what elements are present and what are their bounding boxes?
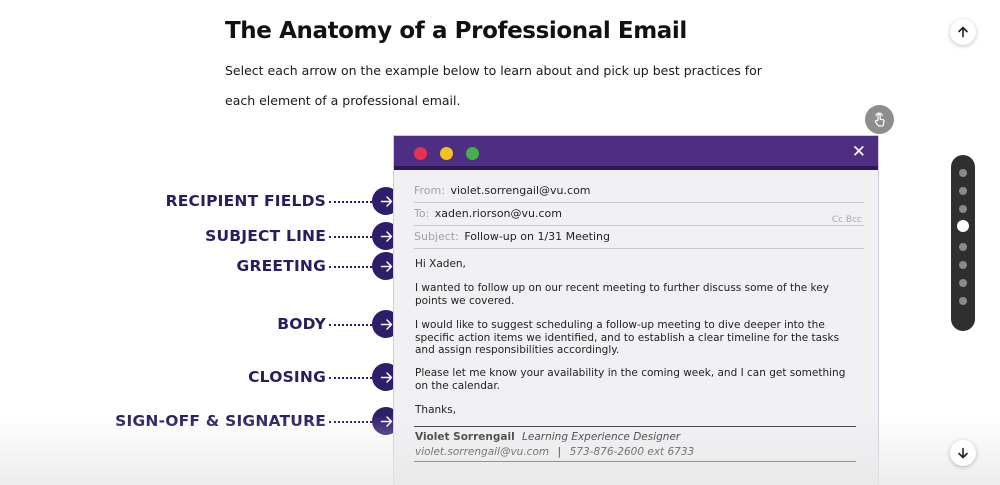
maximize-window-dot xyxy=(466,147,479,160)
progress-dot[interactable] xyxy=(959,297,967,305)
subject-label: Subject: xyxy=(414,230,459,243)
to-field: To: xaden.riorson@vu.com Cc Bcc xyxy=(414,203,864,226)
email-window: ✕ From: violet.sorrengail@vu.com To: xad… xyxy=(393,135,879,485)
email-greeting: Hi Xaden, xyxy=(415,258,466,270)
label-closing: CLOSING xyxy=(248,368,326,386)
arrow-up-icon xyxy=(958,26,968,38)
leader-line xyxy=(329,421,372,423)
signature-divider xyxy=(414,461,856,462)
to-label: To: xyxy=(414,207,430,220)
minimize-window-dot xyxy=(440,147,453,160)
subject-field: Subject: Follow-up on 1/31 Meeting xyxy=(414,226,864,249)
progress-dot[interactable] xyxy=(959,279,967,287)
scroll-up-button[interactable] xyxy=(950,19,976,45)
label-body: BODY xyxy=(277,315,326,333)
progress-dot[interactable] xyxy=(959,187,967,195)
close-window-dot xyxy=(414,147,427,160)
email-body-paragraph: I would like to suggest scheduling a fol… xyxy=(415,319,840,356)
progress-dot-active[interactable] xyxy=(957,220,969,232)
progress-dot[interactable] xyxy=(959,243,967,251)
label-subject-line: SUBJECT LINE xyxy=(205,227,326,245)
arrow-right-icon xyxy=(380,415,392,427)
email-body-paragraph: I wanted to follow up on our recent meet… xyxy=(415,282,829,307)
label-sign-off-signature: SIGN-OFF & SIGNATURE xyxy=(115,412,326,430)
signature-name-line: Violet Sorrengail Learning Experience De… xyxy=(415,431,680,443)
email-sign-off: Thanks, xyxy=(415,404,457,416)
window-titlebar: ✕ xyxy=(394,136,878,170)
signature-separator: | xyxy=(557,446,562,458)
progress-dot[interactable] xyxy=(959,169,967,177)
signature-divider xyxy=(414,426,856,427)
leader-line xyxy=(329,377,372,379)
signature-email: violet.sorrengail@vu.com xyxy=(415,446,550,458)
subject-value: Follow-up on 1/31 Meeting xyxy=(464,230,610,243)
signature-title: Learning Experience Designer xyxy=(522,431,681,443)
leader-line xyxy=(329,236,372,238)
leader-line xyxy=(329,266,372,268)
arrow-down-icon xyxy=(958,447,968,459)
label-recipient-fields: RECIPIENT FIELDS xyxy=(165,192,326,210)
to-value: xaden.riorson@vu.com xyxy=(434,207,563,220)
section-progress-nav xyxy=(951,155,975,331)
signature-phone: 573-876-2600 ext 6733 xyxy=(569,446,695,458)
arrow-right-icon xyxy=(380,195,392,207)
hand-pointer-icon xyxy=(874,111,885,127)
close-icon: ✕ xyxy=(851,142,866,162)
progress-dot[interactable] xyxy=(959,205,967,213)
scroll-down-button[interactable] xyxy=(950,440,976,466)
arrow-right-icon xyxy=(380,318,392,330)
label-greeting: GREETING xyxy=(236,257,326,275)
touch-gesture-button[interactable] xyxy=(865,105,894,134)
leader-line xyxy=(329,201,372,203)
from-field: From: violet.sorrengail@vu.com xyxy=(414,180,864,203)
from-value: violet.sorrengail@vu.com xyxy=(450,184,591,197)
from-label: From: xyxy=(414,184,445,197)
leader-line xyxy=(329,324,372,326)
intro-text: Select each arrow on the example below t… xyxy=(225,63,762,108)
arrow-right-icon xyxy=(380,371,392,383)
signature-contact-line: violet.sorrengail@vu.com | 573-876-2600 … xyxy=(415,446,694,458)
email-closing: Please let me know your availability in … xyxy=(415,367,846,392)
arrow-right-icon xyxy=(380,230,392,242)
signature-name: Violet Sorrengail xyxy=(415,431,515,443)
arrow-right-icon xyxy=(380,260,392,272)
cc-bcc-text: Cc Bcc xyxy=(831,215,862,225)
page-title: The Anatomy of a Professional Email xyxy=(225,18,687,44)
progress-dot[interactable] xyxy=(959,261,967,269)
